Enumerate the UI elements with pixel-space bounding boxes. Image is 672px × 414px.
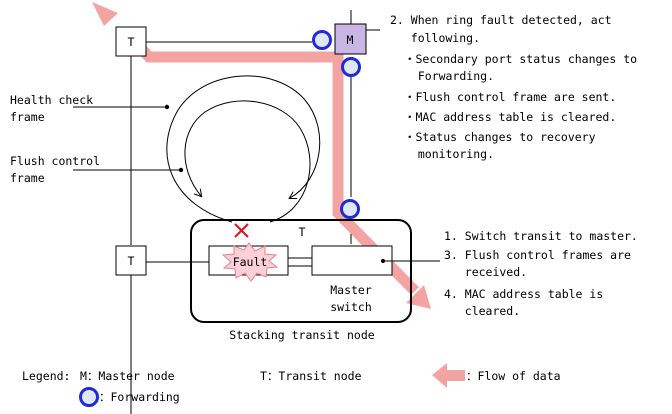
- transit-node-bottom-left: [115, 245, 147, 276]
- frame-arc-inner: [184, 100, 311, 223]
- transit-node-top-left: [115, 26, 147, 57]
- master-node-label: M: [347, 33, 354, 47]
- note-top-line: 2. When ring fault detected, act: [390, 13, 612, 27]
- legend-master: M：Master node: [80, 369, 175, 383]
- label-pointers: [73, 106, 180, 171]
- stacking-transit-node: [190, 219, 412, 323]
- flush-control-label-line1: Flush control: [10, 154, 100, 168]
- health-check-label-line1: Health check: [10, 93, 93, 107]
- stack-transit-label: T: [299, 225, 306, 239]
- forwarding-port-stack-icon: [340, 199, 360, 219]
- fault-x-icon: [234, 223, 249, 238]
- legend-flow: ：Flow of data: [466, 369, 561, 383]
- stacking-transit-node-label: Stacking transit node: [229, 328, 374, 342]
- flush-control-label-line2: frame: [10, 171, 45, 185]
- legend-prefix: Legend:: [22, 369, 70, 383]
- note-right-line: 4. MAC address table is: [444, 287, 603, 301]
- transit-node-bottom-left-label: T: [128, 254, 135, 268]
- master-switch-label-line2: switch: [330, 300, 372, 314]
- note-top-line: ・MAC address table is cleared.: [404, 110, 616, 124]
- notes-top: 2. When ring fault detected, act followi…: [390, 13, 637, 161]
- transit-node-top-left-label: T: [128, 35, 135, 49]
- note-right-line: cleared.: [444, 304, 520, 318]
- note-top-line: ・Flush control frame are sent.: [404, 90, 616, 104]
- master-switch: [311, 245, 393, 276]
- ring-links: [130, 10, 380, 414]
- legend-transit: T：Transit node: [260, 369, 362, 383]
- legend: Legend: M：Master node T：Transit node ：Fl…: [22, 363, 561, 407]
- health-check-pointer-dot: [164, 104, 170, 110]
- legend-forwarding: ：Forwarding: [99, 390, 180, 404]
- notes-right: 1. Switch transit to master. 3. Flush co…: [444, 229, 638, 318]
- fault-label: Fault: [233, 255, 268, 269]
- note-top-line: ・Status changes to recovery: [404, 130, 596, 144]
- note-top-line: following.: [390, 31, 480, 45]
- note-top-line: Forwarding.: [404, 69, 494, 83]
- legend-forwarding-icon: [79, 387, 99, 407]
- health-check-label-line2: frame: [10, 110, 45, 124]
- note-right-line: 1. Switch transit to master.: [444, 229, 638, 243]
- master-node: [334, 23, 367, 55]
- forwarding-port-master-bottom-icon: [341, 57, 361, 77]
- note-right-line: 3. Flush control frames are: [444, 248, 631, 262]
- flush-control-pointer-dot: [178, 167, 184, 173]
- note-right-line: received.: [444, 265, 527, 279]
- fault-burst-icon: [221, 242, 279, 282]
- note-top-line: monitoring.: [404, 147, 494, 161]
- legend-flow-arrow-icon: [432, 363, 465, 388]
- note-top-line: ・Secondary port status changes to: [404, 52, 637, 66]
- frame-arc-outer: [166, 75, 321, 223]
- forwarding-port-master-left-icon: [312, 30, 332, 50]
- frame-circulation-arrows: [166, 75, 321, 223]
- master-switch-label-line1: Master: [330, 283, 372, 297]
